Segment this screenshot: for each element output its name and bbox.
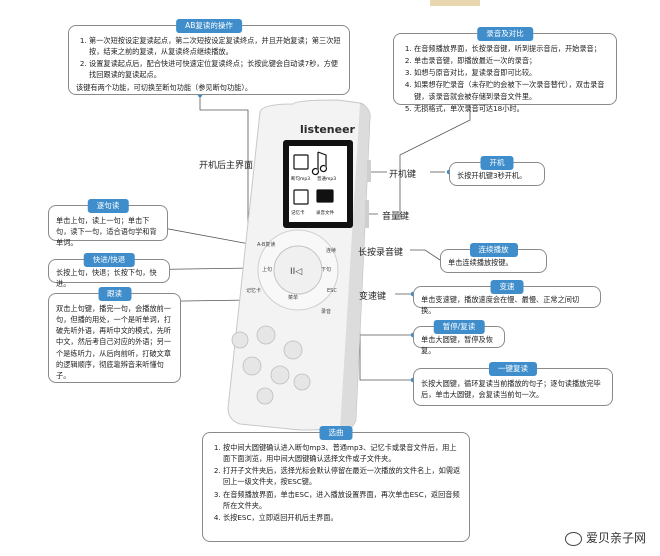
ab-item-1: 第一次短按设定复读起点，第二次短按设定复读终点，并且开始复读；第三次短按，结束之… <box>89 35 342 57</box>
record-box: 录音及对比 在音频播放界面，长按录音键，听到提示音后，开始录音； 单击录音键，即… <box>393 27 617 113</box>
btn-loop-label: 连续 <box>326 247 336 254</box>
record-title: 录音及对比 <box>477 27 533 41</box>
loop-title: 连续播放 <box>469 243 518 257</box>
power-text: 长按开机键3秒开机。 <box>457 171 527 180</box>
repeat-title: 一键复读 <box>489 362 537 376</box>
btn-esc-label: ESC <box>327 288 337 294</box>
speed-box: 变速 单击变速键，播放速度会在慢、最慢、正常之间切换。 <box>413 280 601 315</box>
btn-prev-label: 上句 <box>262 266 272 273</box>
play-pause-icon: II◁ <box>290 267 302 277</box>
leader-loop <box>410 249 441 261</box>
leader-ab <box>199 95 249 233</box>
btn-next-label: 下句 <box>321 266 331 273</box>
power-key-label: 开机键 <box>389 170 417 180</box>
select-item-1: 按中间大圆键确认进入断句mp3、普通mp3、记忆卡或录音文件后，用上面下面浏览，… <box>223 442 462 464</box>
speed-title: 变速 <box>490 280 524 294</box>
pause-box: 暂停/复读 单击大圆键，暂停及恢复。 <box>413 320 505 355</box>
record-item-1: 在音频播放界面，长按录音键，听到提示音后，开始录音； <box>414 43 609 54</box>
follow-box: 跟读 双击上句键，播完一句，会播放前一句，但播的用处，一个是听单词，打破先听外语… <box>48 287 181 383</box>
screen-item-2: 记忆卡 <box>291 209 305 216</box>
speed-text: 单击变速键，播放速度会在慢、最慢、正常之间切换。 <box>421 295 580 316</box>
follow-text: 双击上句键，播完一句，会播放前一句，但播的用处，一个是听单词，打破先听外语，再听… <box>56 304 172 380</box>
speed-key-label: 变速键 <box>359 292 387 302</box>
select-item-4: 长按ESC，立即返回开机后主界面。 <box>223 512 462 523</box>
device-body: listeneer 断句mp3 普通mp3 记忆卡 录音文件 II◁ A-B复读… <box>227 99 371 431</box>
fast-box: 快进/快退 长按上句，快退；长按下句，快进。 <box>48 253 170 288</box>
follow-title: 跟读 <box>98 287 131 301</box>
record-key-label: 长按录音键 <box>358 248 404 258</box>
btn-mem-label: 记忆卡 <box>246 287 261 294</box>
loop-box: 连续播放 单击连续播放按键。 <box>440 243 547 273</box>
ab-item-2: 设置复读起点后，配合快进可快速定位复读终点；长按此键会自动读7秒，方便找回跟读的… <box>89 58 342 80</box>
side-volume-button <box>365 200 369 228</box>
screen-item-0: 断句mp3 <box>291 175 310 182</box>
top-corner-decoration <box>430 0 480 6</box>
select-item-2: 打开子文件夹后，选择光标会默认停留在最近一次播放的文件名上，如需返回上一级文件夹… <box>223 465 462 487</box>
side-power-button <box>367 160 371 182</box>
record-item-5: 无损格式，单次录音可达18小时。 <box>414 103 609 114</box>
select-box: 选曲 按中间大圆键确认进入断句mp3、普通mp3、记忆卡或录音文件后，用上面下面… <box>202 426 470 542</box>
main-screen-label: 开机后主界面 <box>199 161 254 171</box>
leader-record <box>399 103 471 220</box>
fast-text: 长按上句，快退；长按下句，快进。 <box>56 268 157 289</box>
sentence-title: 逐句读 <box>87 199 129 213</box>
wechat-icon <box>564 531 582 546</box>
ab-note: 该键有两个功能，可切换至断句功能（参见断句功能）。 <box>76 82 253 92</box>
repeat-box: 一键复读 长按大圆键，循环复读当前播放的句子；逐句读播放完毕后，单击大圆键，会复… <box>413 362 613 406</box>
volume-key-label: 音量键 <box>382 212 410 222</box>
device-brand: listeneer <box>300 123 356 136</box>
record-item-2: 单击录音键，即播放最近一次的录音； <box>414 55 609 66</box>
sentence-text: 单击上句，读上一句；单击下句，读下一句，适合语句学和背单词。 <box>56 216 157 248</box>
leader-repeat <box>359 335 413 381</box>
pause-text: 单击大圆键，暂停及恢复。 <box>421 335 493 356</box>
select-item-3: 在音频播放界面，单击ESC，进入播放设置界面，再次单击ESC，返回音频所在文件夹… <box>223 489 462 511</box>
ab-repeat-title: AB复读的操作 <box>176 19 242 33</box>
btn-ab-label: A-B复读 <box>257 241 275 248</box>
btn-rec-label: 录音 <box>321 308 331 315</box>
sentence-box: 逐句读 单击上句，读上一句；单击下句，读下一句，适合语句学和背单词。 <box>48 199 168 247</box>
btn-menu-label: 菜单 <box>288 294 298 301</box>
record-item-3: 如想与原音对比，复读录音即可比较。 <box>414 67 609 78</box>
speaker-grille <box>231 325 311 405</box>
power-title: 开机 <box>480 156 514 170</box>
fast-title: 快进/快退 <box>83 253 135 267</box>
watermark-text: 爱贝亲子网 <box>585 531 646 545</box>
screen-item-1: 普通mp3 <box>317 175 336 182</box>
power-box: 开机 长按开机键3秒开机。 <box>449 156 545 186</box>
ab-repeat-box: AB复读的操作 第一次短按设定复读起点，第二次短按设定复读终点，并且开始复读；第… <box>68 19 350 95</box>
pause-title: 暂停/复读 <box>433 320 485 334</box>
center-button <box>273 245 323 295</box>
loop-text: 单击连续播放按键。 <box>448 258 513 267</box>
screen-item-3: 录音文件 <box>316 209 334 216</box>
watermark: 爱贝亲子网 <box>564 529 646 546</box>
record-item-4: 如果想存贮录音（未存贮的会被下一次录音替代），双击录音键，该录音就会被存储到录音… <box>414 79 609 101</box>
repeat-text: 长按大圆键，循环复读当前播放的句子；逐句读播放完毕后，单击大圆键，会复读当前句一… <box>421 379 601 400</box>
select-title: 选曲 <box>319 426 353 440</box>
